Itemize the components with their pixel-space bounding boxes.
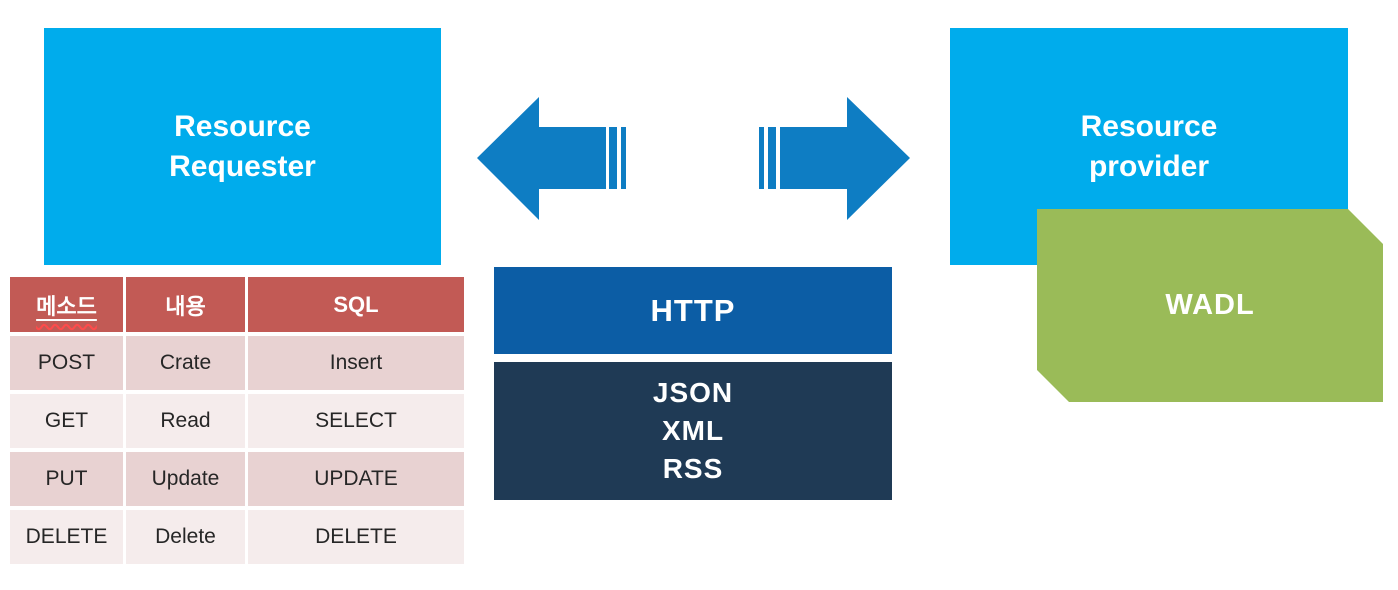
table-cell-crate: Crate <box>126 336 245 390</box>
left-arrow-body <box>477 97 606 220</box>
resource-requester-label: Resource Requester <box>169 109 316 183</box>
wadl-box: WADL <box>1037 209 1383 402</box>
table-cell-select: SELECT <box>248 394 464 448</box>
resource-requester-box: Resource Requester <box>44 28 441 265</box>
http-label: HTTP <box>650 292 736 328</box>
format-json-label: JSON <box>652 377 734 408</box>
right-striped-arrow-icon <box>759 97 910 220</box>
right-arrow-body <box>780 97 910 220</box>
table-header-content: 내용 <box>126 277 245 332</box>
table-cell-delete: DELETE <box>10 510 123 564</box>
table-cell-update-sql: UPDATE <box>248 452 464 506</box>
left-striped-arrow-icon <box>477 97 626 220</box>
table-cell-read: Read <box>126 394 245 448</box>
left-arrow-stripe-thin <box>621 127 626 189</box>
format-rss-label: RSS <box>662 453 724 484</box>
right-arrow-stripe-thick <box>768 127 776 189</box>
right-arrow-stripe-thin <box>759 127 764 189</box>
left-arrow-stripe-thick <box>609 127 617 189</box>
method-sql-table: 메소드 내용 SQL POST Crate Insert GET Read SE… <box>10 277 464 564</box>
table-cell-post: POST <box>10 336 123 390</box>
http-bar: HTTP <box>494 267 892 354</box>
spellcheck-squiggle: 메소드 <box>36 293 97 319</box>
table-cell-delete2: Delete <box>126 510 245 564</box>
table-cell-put: PUT <box>10 452 123 506</box>
resource-provider-label: Resource provider <box>1080 109 1218 183</box>
table-header-sql: SQL <box>248 277 464 332</box>
table-cell-get: GET <box>10 394 123 448</box>
table-cell-delete-sql: DELETE <box>248 510 464 564</box>
format-xml-label: XML <box>661 415 725 446</box>
wadl-label: WADL <box>1165 289 1255 321</box>
table-cell-update: Update <box>126 452 245 506</box>
table-cell-insert: Insert <box>248 336 464 390</box>
table-header-method: 메소드 <box>10 277 123 332</box>
formats-box: JSON XML RSS <box>494 362 892 500</box>
